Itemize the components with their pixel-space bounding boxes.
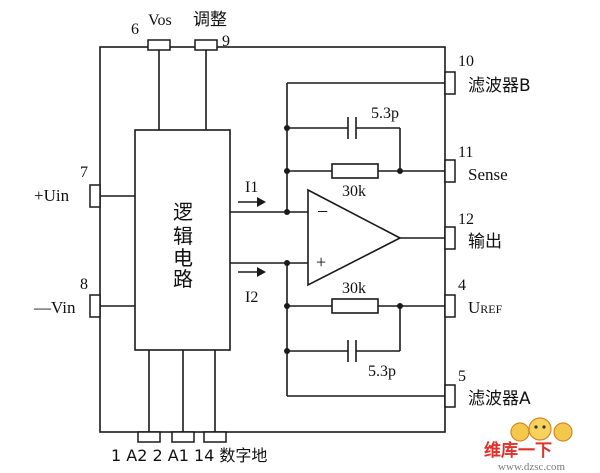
pin-8-number: 8	[80, 276, 88, 293]
opamp-minus-sign: −	[317, 201, 328, 223]
opamp-triangle	[307, 188, 402, 287]
sense-label: Sense	[468, 165, 508, 184]
pin-11-tab	[444, 159, 456, 183]
pin-7-number: 7	[80, 164, 88, 181]
cap-bottom-value: 5.3p	[368, 363, 396, 380]
res-bottom-value: 30k	[342, 280, 366, 297]
pin-14-tab	[203, 431, 227, 443]
pin-1-tab	[137, 431, 161, 443]
i1-label: I1	[245, 179, 258, 196]
logo-mascot-face-icon	[528, 417, 552, 441]
watermark-logo: 维库一下 www.dzsc.com	[484, 417, 573, 473]
pin-4-number: 4	[458, 277, 466, 294]
node-sense	[397, 168, 403, 174]
opamp-plus-sign: +	[316, 252, 326, 272]
pin-5-number: 5	[458, 368, 466, 385]
pin-12-number: 12	[458, 211, 474, 228]
logo-eye-right-icon	[542, 425, 546, 429]
res-top-value: 30k	[342, 183, 366, 200]
i2-arrow-head	[257, 267, 266, 277]
uref-subscript: REF	[480, 302, 502, 316]
logo-eye-left-icon	[534, 425, 538, 429]
filter-b-label: 滤波器B	[468, 76, 531, 96]
watermark-url: www.dzsc.com	[498, 461, 566, 473]
logo-mascot-icon	[510, 422, 530, 442]
uref-label: UREF	[468, 298, 503, 317]
pin-11-number: 11	[458, 144, 473, 161]
pin-4-tab	[444, 294, 456, 318]
i2-label: I2	[245, 289, 258, 306]
output-label: 输出	[468, 232, 502, 252]
node-noninv	[284, 260, 290, 266]
i1-arrow-head	[257, 197, 266, 207]
logic-char-3: 电	[173, 246, 193, 270]
res-bottom-body	[331, 298, 379, 314]
pin-6-tab	[147, 39, 171, 51]
pin-12-tab	[444, 226, 456, 250]
pin-8-tab	[89, 294, 101, 318]
pin-9-number: 9	[222, 33, 230, 50]
pin-10-number: 10	[458, 53, 474, 70]
cap-top-value: 5.3p	[371, 105, 399, 122]
logo-decor-icon	[553, 422, 573, 442]
node-inv	[284, 209, 290, 215]
watermark-brand: 维库一下	[484, 440, 552, 461]
bottom-pins-label: 1 A2 2 A1 14 数字地	[111, 446, 267, 465]
logic-char-4: 路	[173, 267, 193, 291]
uref-main: U	[468, 298, 480, 317]
pin-9-tab	[194, 39, 218, 51]
pin-7-tab	[89, 184, 101, 208]
vin-neg-label: —Vin	[33, 298, 76, 317]
filter-a-label: 滤波器A	[468, 389, 531, 409]
pin-6-number: 6	[131, 21, 139, 38]
pin-2-tab	[171, 431, 195, 443]
uin-pos-label: +Uin	[34, 186, 70, 205]
logic-char-1: 逻	[173, 200, 193, 224]
logic-char-2: 辑	[173, 224, 193, 248]
pin-10-tab	[444, 71, 456, 95]
vos-label: Vos	[148, 12, 172, 29]
pin-5-tab	[444, 384, 456, 408]
vos-adjust-label: 调整	[193, 10, 227, 30]
res-top-body	[331, 163, 379, 179]
